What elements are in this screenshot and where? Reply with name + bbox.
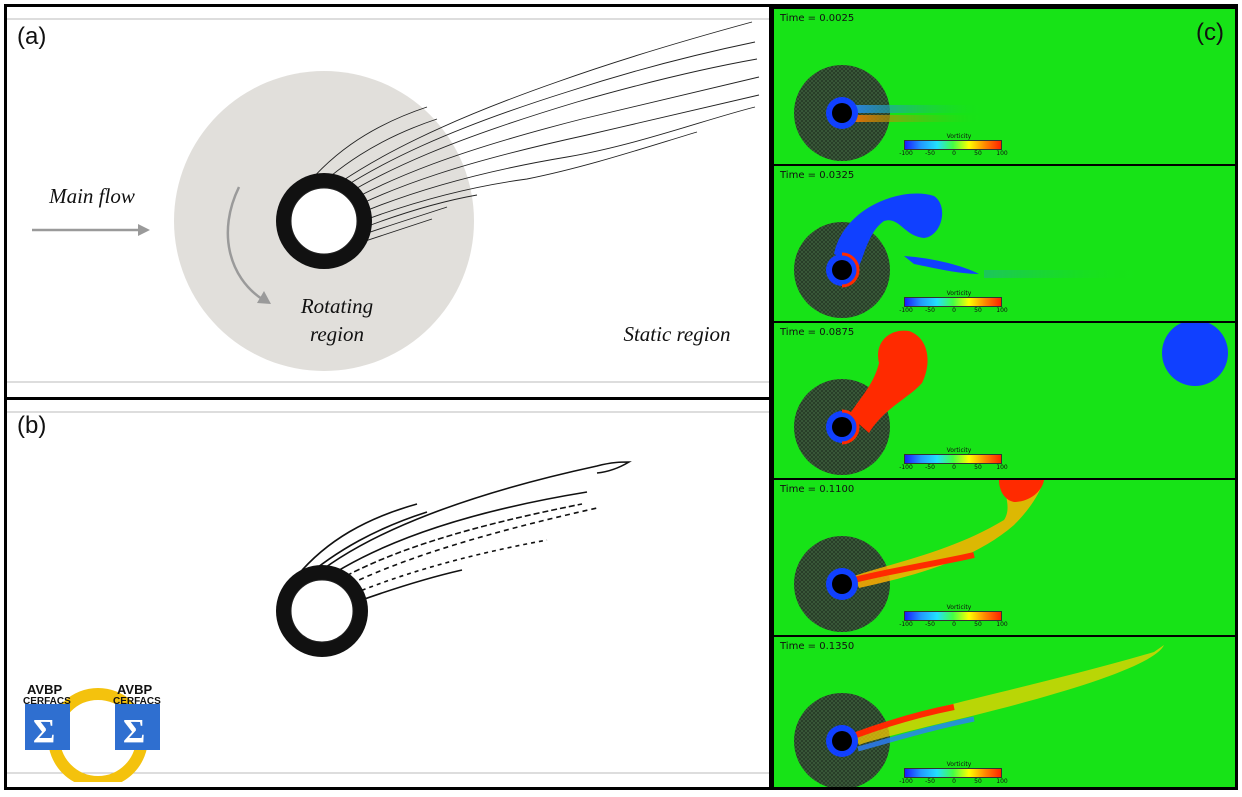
tick: 50	[974, 621, 982, 628]
frame-3-colorbar-title: Vorticity	[946, 447, 972, 454]
panel-a-label: (a)	[17, 23, 47, 50]
frame-1-field	[794, 65, 984, 161]
tick: 50	[974, 464, 982, 471]
tick: 100	[996, 778, 1008, 785]
shear-layer	[904, 256, 979, 274]
frame-5-time: Time = 0.1350	[780, 641, 855, 652]
logo-block-right	[115, 704, 160, 750]
panel-c-label: (c)	[1196, 19, 1224, 46]
frame-1-time: Time = 0.0025	[780, 13, 855, 24]
cylinder-c1	[832, 103, 852, 123]
logo-text-right-2: CERFACS	[113, 696, 161, 707]
tick: 100	[996, 150, 1008, 157]
frame-5-field	[794, 645, 1164, 787]
cylinder-c4	[832, 574, 852, 594]
cylinder-c3	[832, 417, 852, 437]
cylinder-b	[290, 579, 354, 643]
logo-graphic: Σ Σ	[25, 688, 160, 782]
frame-5-colorbar-title: Vorticity	[946, 761, 972, 768]
rotating-region-label-line1: Rotating	[300, 294, 374, 318]
tick: 0	[952, 150, 956, 157]
cylinder	[290, 187, 358, 255]
frame-2-field	[794, 193, 1144, 318]
panel-c: Time = 0.0025 Vorticity -100 -50 0 50 10…	[769, 4, 1238, 790]
main-flow-label: Main flow	[49, 184, 135, 208]
rotating-region-label-line2: region	[309, 322, 365, 346]
wake-negative	[857, 716, 975, 752]
frame-1-colorbar	[904, 140, 1002, 150]
cylinder-c2	[832, 260, 852, 280]
frame-3-colorbar	[904, 454, 1002, 464]
positive-layer	[841, 252, 860, 288]
tick: 50	[974, 150, 982, 157]
tick: 100	[996, 621, 1008, 628]
static-region-label: Static region	[623, 322, 731, 346]
frame-3-field	[794, 323, 1228, 475]
tick: -100	[899, 150, 913, 157]
vortex-negative	[834, 193, 943, 266]
rotation-arrow	[226, 186, 263, 301]
panel-b-drawing	[7, 411, 769, 774]
vorticity-frame-3: Time = 0.0875 Vorticity -100 -50 0 50 10…	[774, 323, 1235, 478]
shed-vortex-negative	[1162, 323, 1228, 386]
panel-a: (a) Main flow Rotating region Static reg…	[4, 4, 772, 400]
tick: 0	[952, 778, 956, 785]
tick: -50	[925, 150, 935, 157]
shear-core	[854, 704, 955, 738]
frame-4-colorbar-title: Vorticity	[946, 604, 972, 611]
frame-2-time: Time = 0.0325	[780, 170, 855, 181]
tick: -100	[899, 307, 913, 314]
vorticity-frame-5: Time = 0.1350 Vorticity -100 -50 0 50 10…	[774, 637, 1235, 787]
tick: 0	[952, 307, 956, 314]
vorticity-frame-1: Time = 0.0025 Vorticity -100 -50 0 50 10…	[774, 9, 1235, 164]
tick: -100	[899, 464, 913, 471]
tick: 50	[974, 307, 982, 314]
tick: 0	[952, 621, 956, 628]
logo-text-left-1: AVBP	[27, 682, 63, 697]
logo-sigma-left: Σ	[33, 713, 55, 750]
tick: -50	[925, 621, 935, 628]
tick: 0	[952, 464, 956, 471]
frame-3-time: Time = 0.0875	[780, 327, 855, 338]
positive-layer	[841, 409, 860, 445]
tick: 100	[996, 307, 1008, 314]
tick: -50	[925, 464, 935, 471]
frame-4-colorbar	[904, 611, 1002, 621]
tick: -100	[899, 778, 913, 785]
main-flow-arrowhead	[138, 224, 150, 236]
faint-wake	[984, 270, 1144, 278]
logo-text-left-2: CERFACS	[23, 696, 71, 707]
rotation-arrowhead	[257, 291, 271, 304]
shear-core	[853, 552, 975, 583]
logo-block-left	[25, 704, 70, 750]
logo-text-right-1: AVBP	[117, 682, 153, 697]
tick: -50	[925, 778, 935, 785]
wake-positive	[854, 645, 1164, 745]
frame-4-field	[794, 480, 1044, 632]
tick: 50	[974, 778, 982, 785]
panel-b: (b) Σ Σ AVBP CERFACS AVBP CERFACS	[4, 397, 772, 790]
tick: -50	[925, 307, 935, 314]
cylinder-c5	[832, 731, 852, 751]
wake-negative	[844, 105, 984, 113]
vortex-positive-top	[999, 480, 1044, 502]
tick: 100	[996, 464, 1008, 471]
panel-a-drawing	[7, 18, 769, 383]
wake-positive	[844, 115, 984, 122]
panel-b-label: (b)	[17, 412, 47, 439]
frame-2-colorbar-title: Vorticity	[946, 290, 972, 297]
logo-sigma-right: Σ	[123, 713, 145, 750]
tick: -100	[899, 621, 913, 628]
frame-1-colorbar-title: Vorticity	[946, 133, 972, 140]
vorticity-frame-2: Time = 0.0325 Vorticity -100 -50 0 50 10…	[774, 166, 1235, 321]
vortex-positive	[849, 330, 928, 433]
frame-5-colorbar	[904, 768, 1002, 778]
vorticity-frame-4: Time = 0.1100 Vorticity -100 -50 0 50 10…	[774, 480, 1235, 635]
frame-4-time: Time = 0.1100	[780, 484, 855, 495]
frame-2-colorbar	[904, 297, 1002, 307]
